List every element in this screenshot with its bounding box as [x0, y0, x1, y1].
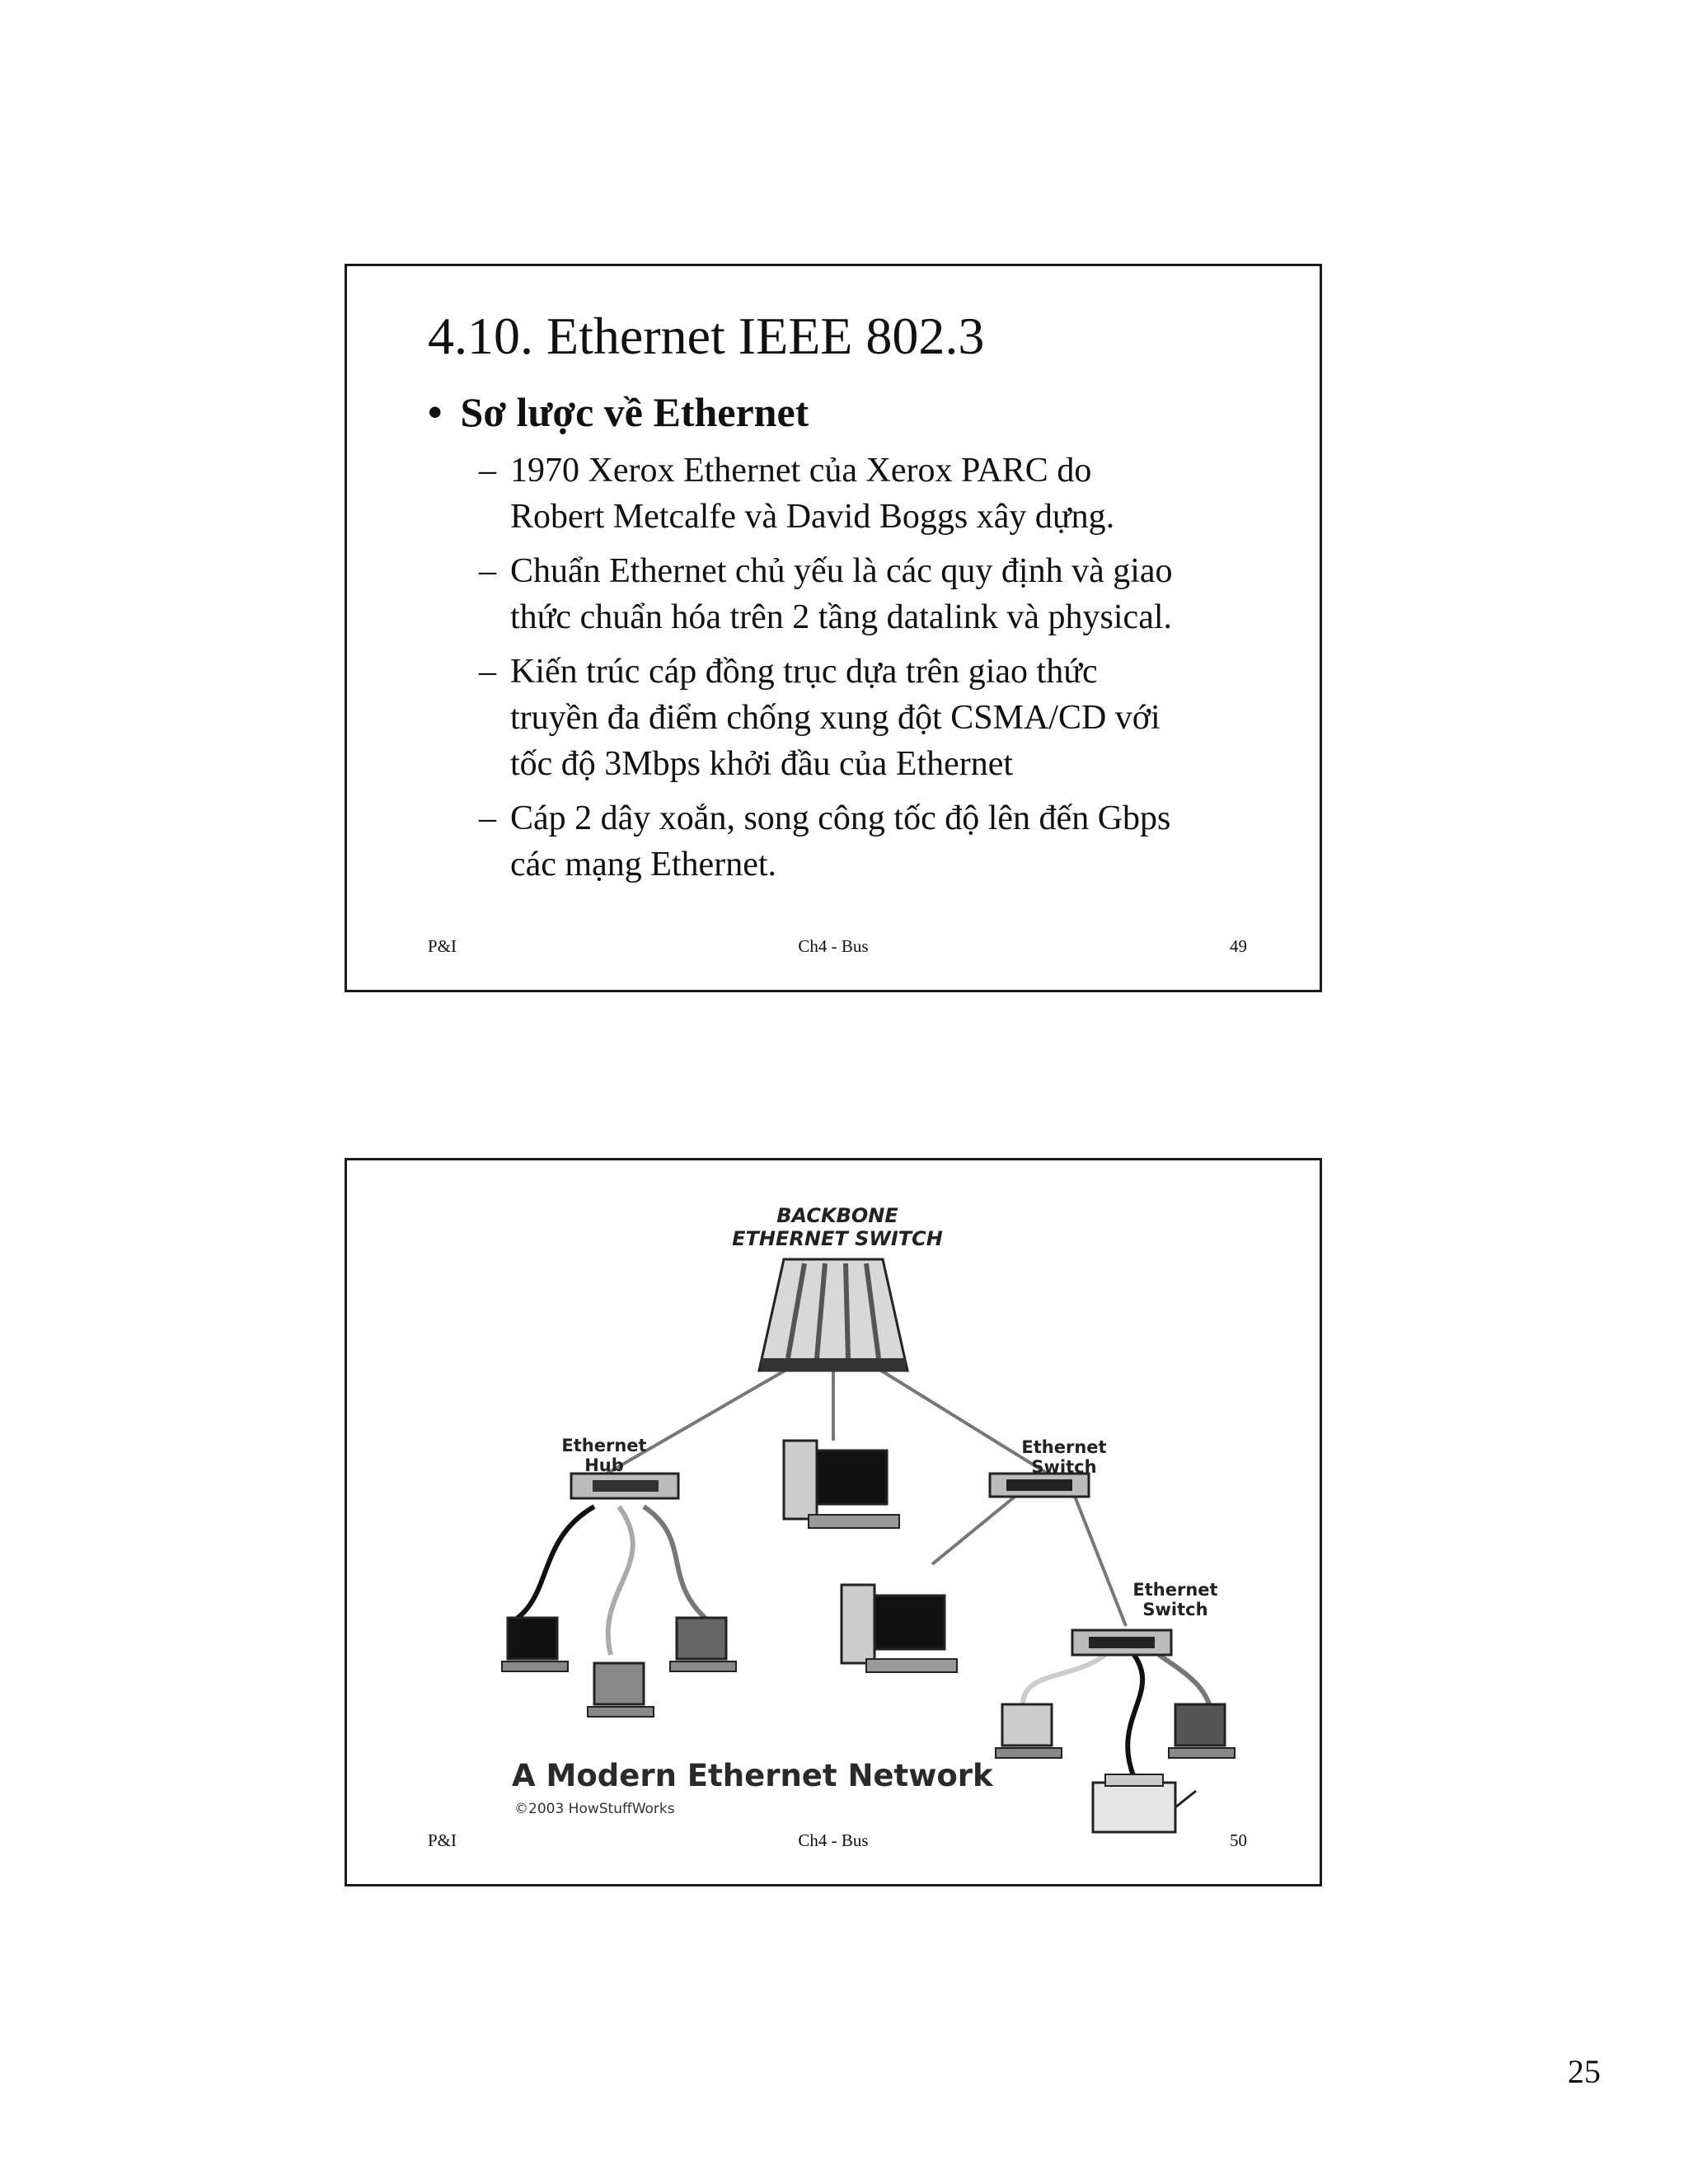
ethernet-switch-icon: [988, 1472, 1090, 1498]
desktop-computer-icon: [840, 1583, 958, 1673]
printer-icon: [1091, 1774, 1197, 1834]
switch-label: Switch: [1142, 1600, 1207, 1619]
workstation-icon: [669, 1616, 737, 1672]
bullet-marker: •: [428, 389, 443, 435]
hub-label: Hub: [584, 1455, 624, 1475]
workstation-icon: [1168, 1703, 1236, 1759]
bullet-text: Sơ lược về Ethernet: [460, 389, 809, 435]
dash-marker: –: [479, 452, 496, 490]
diagram-caption: A Modern Ethernet Network: [512, 1758, 993, 1793]
slide-50: BACKBONE ETHERNET SWITCH Ethernet Hub Et…: [345, 1158, 1322, 1886]
hub-label: Ethernet: [561, 1436, 646, 1455]
workstation-icon: [501, 1616, 569, 1672]
switch-cable: [1125, 1653, 1146, 1788]
ethernet-switch-icon: [1071, 1629, 1173, 1657]
backbone-label: BACKBONE: [776, 1204, 898, 1227]
sub-line: 1970 Xerox Ethernet của Xerox PARC do: [510, 452, 1092, 490]
hub-cable: [605, 1505, 635, 1656]
sub-line: các mạng Ethernet.: [510, 846, 776, 883]
workstation-icon: [995, 1703, 1062, 1759]
footer-left: P&I: [428, 1830, 457, 1850]
slide-title: 4.10. Ethernet IEEE 802.3: [428, 307, 985, 365]
footer-page-number: 50: [1230, 1830, 1247, 1850]
dash-marker: –: [479, 799, 496, 837]
hub-cable: [510, 1504, 596, 1624]
switch-label: Ethernet: [1132, 1580, 1217, 1600]
footer-page-number: 49: [1230, 936, 1247, 956]
workstation-icon: [587, 1661, 654, 1718]
dash-marker: –: [479, 552, 496, 590]
sub-bullet: – Kiến trúc cáp đồng trục dựa trên giao …: [479, 649, 1270, 787]
sub-bullet: – Cáp 2 dây xoắn, song công tốc độ lên đ…: [479, 795, 1270, 888]
dash-marker: –: [479, 653, 496, 691]
sub-line: Robert Metcalfe và David Boggs xây dựng.: [510, 498, 1115, 536]
page-number: 25: [1568, 2053, 1601, 2090]
footer-left: P&I: [428, 936, 457, 956]
switch-cable: [1020, 1652, 1107, 1705]
backbone-switch-icon: [757, 1258, 909, 1372]
sub-line: tốc độ 3Mbps khởi đầu của Ethernet: [510, 745, 1014, 783]
diagram-copyright: ©2003 HowStuffWorks: [514, 1801, 675, 1817]
sub-line: Cáp 2 dây xoắn, song công tốc độ lên đến…: [510, 799, 1171, 837]
sub-line: truyền đa điểm chống xung đột CSMA/CD vớ…: [510, 699, 1160, 737]
sub-line: Kiến trúc cáp đồng trục dựa trên giao th…: [510, 653, 1098, 691]
hub-cable: [642, 1504, 711, 1624]
sub-line: thức chuẩn hóa trên 2 tầng datalink và p…: [510, 598, 1173, 636]
bullet-item: • Sơ lược về Ethernet: [428, 388, 809, 436]
sub-bullet-list: – 1970 Xerox Ethernet của Xerox PARC do …: [479, 448, 1270, 896]
ethernet-hub-icon: [570, 1472, 680, 1500]
switch-label: Ethernet: [1021, 1437, 1106, 1457]
sub-bullet: – 1970 Xerox Ethernet của Xerox PARC do …: [479, 448, 1270, 540]
sub-bullet: – Chuẩn Ethernet chủ yếu là các quy định…: [479, 548, 1270, 640]
network-links: [605, 1365, 1128, 1627]
slide-49: 4.10. Ethernet IEEE 802.3 • Sơ lược về E…: [345, 264, 1322, 992]
desktop-computer-icon: [782, 1439, 900, 1529]
switch-label: Switch: [1031, 1457, 1096, 1477]
backbone-label: ETHERNET SWITCH: [732, 1227, 943, 1250]
ethernet-network-diagram: BACKBONE ETHERNET SWITCH Ethernet Hub Et…: [501, 1204, 1236, 1834]
footer-center: Ch4 - Bus: [798, 936, 869, 956]
footer-center: Ch4 - Bus: [798, 1830, 869, 1850]
sub-line: Chuẩn Ethernet chủ yếu là các quy định v…: [510, 552, 1173, 590]
